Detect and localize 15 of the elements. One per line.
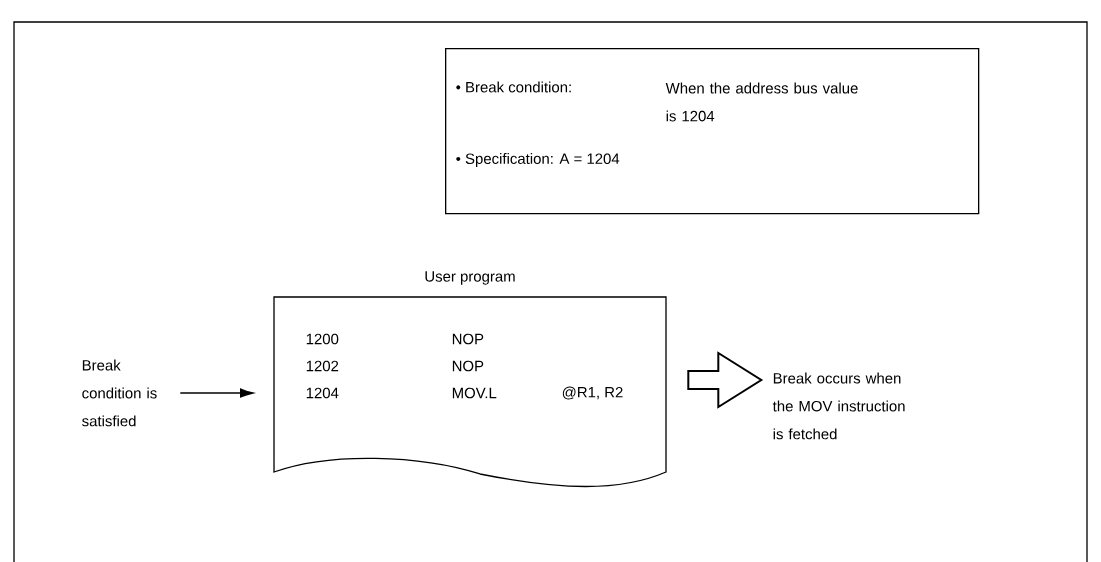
code-text: 1204: [306, 387, 339, 399]
code-text: NOP: [452, 360, 484, 372]
code-text: MOV.L: [452, 387, 497, 399]
code-text: 1202: [306, 360, 339, 372]
code-text: @R1, R2: [562, 386, 623, 400]
bullet-text: • Specification: A = 1204: [456, 153, 620, 167]
text: Break condition is satisfied: [82, 359, 157, 427]
bullet-text: When the address bus value is 1204: [665, 82, 858, 122]
bullet-text: • Break condition:: [456, 81, 571, 93]
text: Break occurs when the MOV instruction is fetched: [772, 372, 905, 440]
block-arrow: [687, 351, 764, 409]
arrow: [179, 388, 254, 398]
code-text: 1200: [306, 333, 339, 345]
code-text: NOP: [452, 333, 484, 345]
heading: User program: [425, 271, 515, 285]
